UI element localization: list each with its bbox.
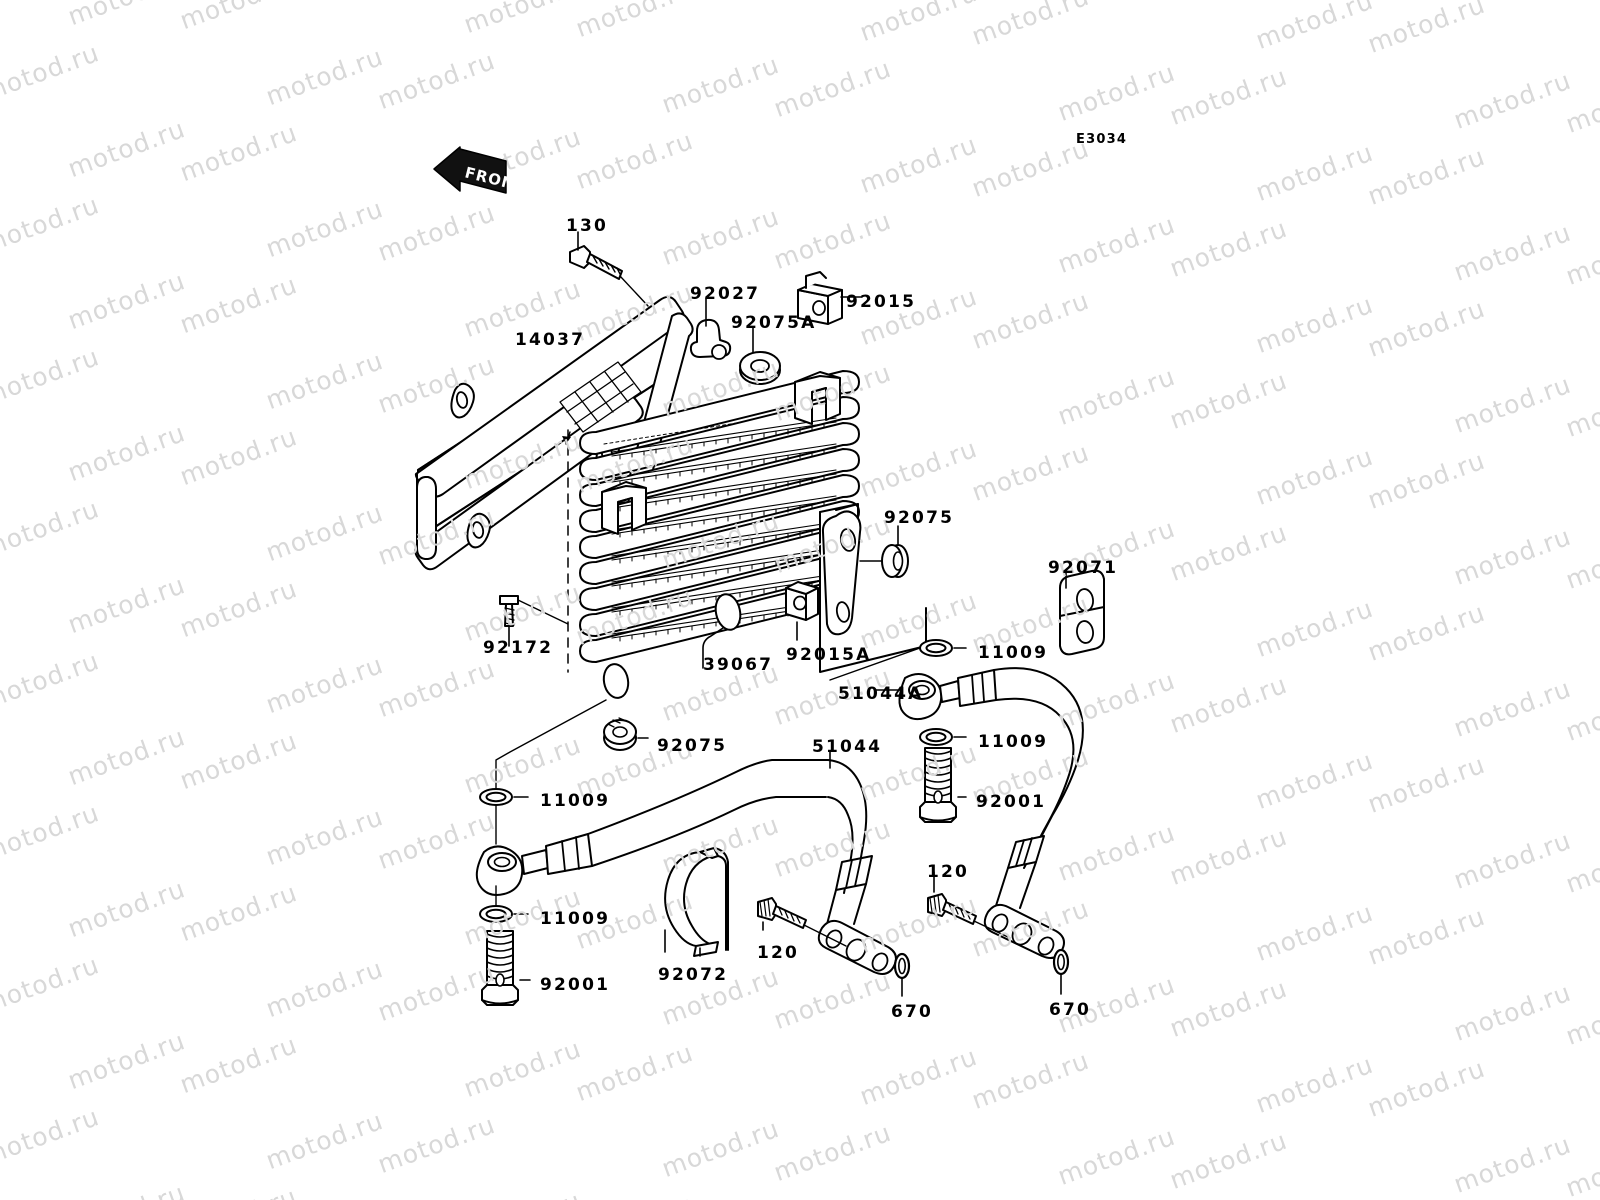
- callout-92075A: 92075A: [731, 313, 817, 333]
- callout-11009-b: 11009: [978, 732, 1049, 752]
- callout-120-a: 120: [757, 943, 800, 963]
- diagram-code: E3034: [1076, 132, 1128, 147]
- part-92172-screw: [499, 595, 519, 627]
- part-120-bolt-left: [757, 897, 807, 929]
- callout-11009-a: 11009: [978, 643, 1049, 663]
- callout-92001-b: 92001: [540, 975, 611, 995]
- callout-92172: 92172: [483, 638, 554, 658]
- part-92015A-nut: [785, 581, 819, 621]
- callout-51044A: 51044A: [838, 684, 924, 704]
- part-51044A-hose: [898, 667, 1084, 959]
- callout-39067: 39067: [703, 655, 774, 675]
- callout-92071: 92071: [1048, 558, 1119, 578]
- part-92071-clamp: [1059, 569, 1105, 656]
- callout-92027: 92027: [690, 284, 761, 304]
- part-92027-collar: [689, 318, 732, 360]
- part-92075-damper-right: [881, 544, 909, 578]
- callout-14037: 14037: [515, 330, 586, 350]
- callout-11009-d: 11009: [540, 909, 611, 929]
- front-orientation-marker: FRONT: [430, 143, 528, 201]
- callout-11009-c: 11009: [540, 791, 611, 811]
- callout-130: 130: [566, 216, 609, 236]
- part-51044-hose: [475, 759, 897, 975]
- part-39067-oil-cooler: [579, 370, 860, 699]
- callout-670-a: 670: [891, 1002, 934, 1022]
- part-130-bolt: [569, 245, 623, 280]
- callout-120-b: 120: [927, 862, 970, 882]
- callout-92001-a: 92001: [976, 792, 1047, 812]
- part-120-bolt-right: [927, 893, 977, 925]
- callout-92072: 92072: [658, 965, 729, 985]
- part-92015-nut: [797, 271, 843, 325]
- part-92072-band: [664, 847, 729, 957]
- callout-92075-a: 92075: [884, 508, 955, 528]
- screen-mesh-detail: [559, 361, 642, 433]
- callout-92015A: 92015A: [786, 645, 872, 665]
- part-92075A-damper: [739, 351, 781, 385]
- part-92075-damper-lower: [603, 717, 637, 751]
- cooler-side-bracket: [819, 503, 927, 673]
- callout-92075-b: 92075: [657, 736, 728, 756]
- callout-92015: 92015: [846, 292, 917, 312]
- callout-51044: 51044: [812, 737, 883, 757]
- callout-670-b: 670: [1049, 1000, 1092, 1020]
